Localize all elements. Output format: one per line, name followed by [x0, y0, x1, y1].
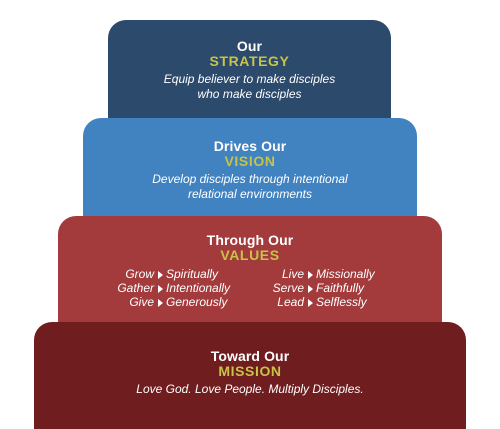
mission-tier: Toward Our MISSION Love God. Love People…: [34, 322, 466, 429]
value-verb: Serve: [272, 281, 304, 295]
triangle-right-icon: [158, 271, 163, 279]
vision-keyword: VISION: [224, 153, 276, 169]
value-verb: Gather: [117, 281, 154, 295]
value-item: Grow Spiritually: [58, 267, 442, 282]
value-verb: Live: [281, 267, 304, 281]
value-verb: Grow: [125, 267, 154, 281]
value-verb: Give: [129, 295, 154, 309]
value-item: Gather Intentionally: [58, 281, 442, 296]
value-item: Give Generously: [58, 295, 442, 310]
mission-keyword: MISSION: [218, 363, 282, 379]
values-keyword: VALUES: [220, 247, 280, 263]
strategy-heading: Our: [236, 38, 263, 54]
mission-description: Love God. Love People. Multiply Disciple…: [136, 382, 364, 396]
strategy-desc-line-1: Equip believer to make disciples: [163, 72, 336, 86]
value-item: Live Missionally: [58, 267, 442, 282]
vision-desc-line-2: relational environments: [187, 187, 313, 201]
value-adverb: Missionally: [316, 267, 375, 281]
value-adverb: Selflessly: [316, 295, 367, 309]
triangle-right-icon: [158, 299, 163, 307]
triangle-right-icon: [308, 271, 313, 279]
value-adverb: Faithfully: [316, 281, 365, 295]
value-item: Serve Faithfully: [58, 281, 442, 296]
triangle-right-icon: [308, 285, 313, 293]
value-adverb: Generously: [166, 295, 228, 309]
mission-heading: Toward Our: [210, 348, 290, 364]
vision-heading: Drives Our: [213, 138, 287, 154]
strategy-desc-line-2: who make disciples: [197, 87, 302, 101]
vision-description: Develop disciples through intentional re…: [83, 172, 417, 202]
strategy-description: Equip believer to make disciples who mak…: [108, 72, 391, 102]
values-heading: Through Our: [206, 232, 294, 248]
triangle-right-icon: [158, 285, 163, 293]
strategy-keyword: STRATEGY: [209, 53, 290, 69]
value-verb: Lead: [277, 295, 304, 309]
value-adverb: Spiritually: [166, 267, 219, 281]
value-item: Lead Selflessly: [58, 295, 442, 310]
triangle-right-icon: [308, 299, 313, 307]
value-adverb: Intentionally: [166, 281, 231, 295]
vision-desc-line-1: Develop disciples through intentional: [152, 172, 348, 186]
